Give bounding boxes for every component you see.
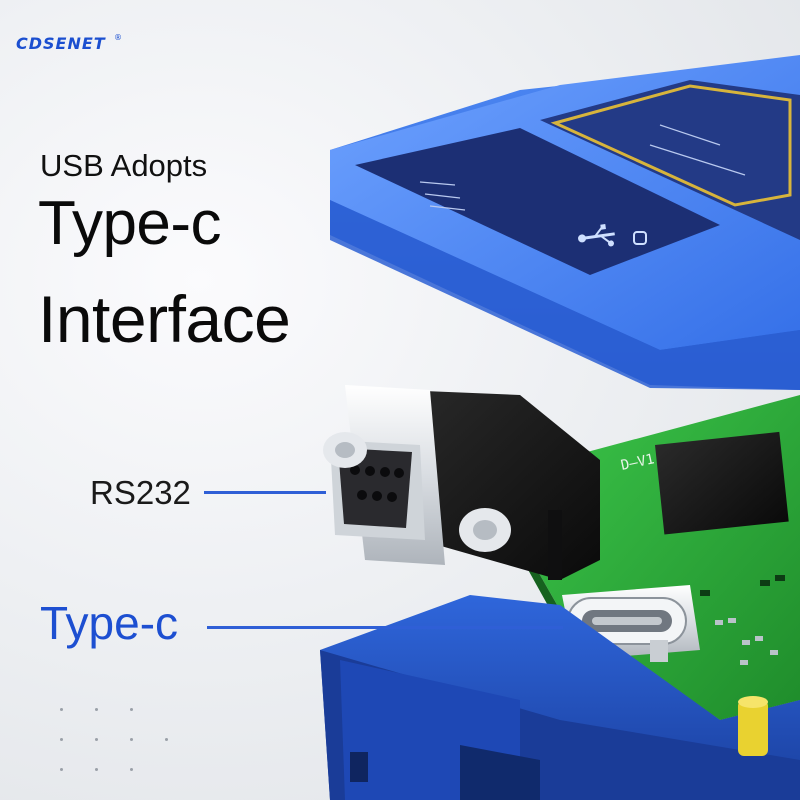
headline-subtitle: USB Adopts xyxy=(40,148,208,183)
brand-logo: CDSENET xyxy=(16,34,106,53)
plug-icon xyxy=(633,231,647,245)
callout-type-c-label: Type-c xyxy=(40,597,179,649)
callout-type-c-line xyxy=(207,626,563,629)
callout-rs232-line xyxy=(204,491,326,494)
registered-mark: ® xyxy=(114,33,122,42)
headline-type-c: Type-c xyxy=(38,189,222,258)
decorative-dots xyxy=(60,708,180,788)
housing-base xyxy=(320,595,800,800)
housing-lid xyxy=(330,55,800,390)
headline-interface: Interface xyxy=(38,282,291,356)
usb-icon xyxy=(578,224,615,247)
callout-rs232-label: RS232 xyxy=(90,474,191,511)
rs232-db9-connector xyxy=(323,385,600,580)
led-indicator xyxy=(738,696,768,756)
